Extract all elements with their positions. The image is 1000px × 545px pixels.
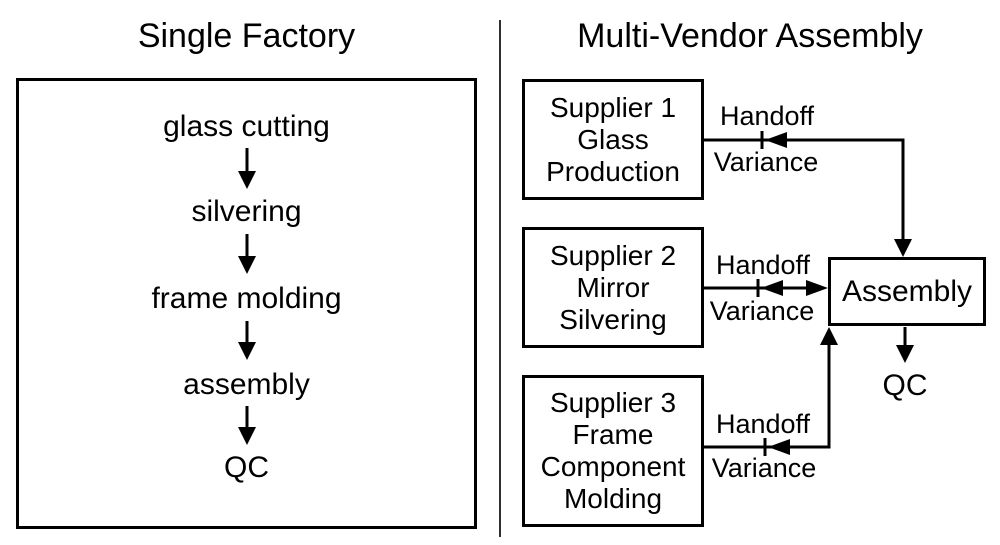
panel-divider bbox=[499, 20, 501, 537]
multi-vendor-title: Multi-Vendor Assembly bbox=[577, 17, 923, 55]
right-qc-label: QC bbox=[882, 369, 928, 402]
supplier-3-line3: Component bbox=[540, 451, 686, 482]
arrow-assembly-to-qc-right bbox=[896, 327, 914, 363]
supplier-2-box: Supplier 2 Mirror Silvering bbox=[522, 227, 704, 348]
assembly-box: Assembly bbox=[828, 257, 986, 326]
supplier-3-box: Supplier 3 Frame Component Molding bbox=[522, 375, 704, 527]
supplier-3-line4: Molding bbox=[563, 483, 663, 514]
handoff-label-2: Handoff bbox=[715, 250, 811, 280]
step-silvering: silvering bbox=[191, 195, 302, 228]
step-qc: QC bbox=[224, 451, 269, 484]
step-assembly: assembly bbox=[183, 368, 310, 401]
supplier-1-box: Supplier 1 Glass Production bbox=[522, 79, 704, 200]
assembly-label: Assembly bbox=[841, 274, 973, 308]
handoff-arrowhead-1 bbox=[765, 132, 787, 148]
supplier-2-line3: Silvering bbox=[559, 303, 667, 335]
variance-label-2: Variance bbox=[709, 296, 815, 326]
step-glass-cutting: glass cutting bbox=[163, 110, 330, 143]
handoff-label-3: Handoff bbox=[715, 409, 811, 439]
connector-supplier-2-to-assembly bbox=[704, 279, 828, 297]
single-factory-title: Single Factory bbox=[137, 17, 356, 55]
handoff-label-1: Handoff bbox=[719, 101, 815, 131]
supplier-1-name: Supplier 1 bbox=[549, 91, 677, 123]
step-frame-molding: frame molding bbox=[151, 282, 342, 315]
supplier-3-line2: Frame bbox=[572, 419, 654, 450]
supplier-1-line3: Production bbox=[546, 155, 680, 187]
variance-label-3: Variance bbox=[711, 453, 817, 483]
supplier-3-name: Supplier 3 bbox=[549, 387, 677, 418]
handoff-arrowhead-2 bbox=[761, 280, 783, 296]
supplier-2-name: Supplier 2 bbox=[549, 239, 677, 271]
supplier-2-line2: Mirror bbox=[576, 271, 650, 303]
supplier-1-line2: Glass bbox=[577, 123, 649, 155]
variance-label-1: Variance bbox=[713, 147, 819, 177]
